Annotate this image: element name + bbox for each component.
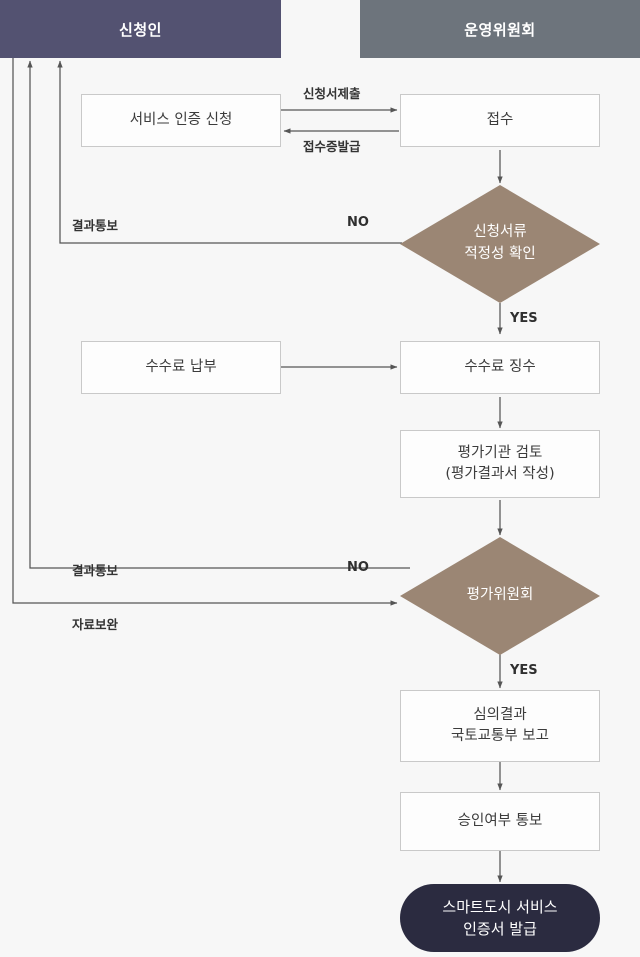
terminal-certificate-issuance-line2: 인증서 발급 [463, 920, 537, 938]
edge-label-supplement-data: 자료보완 [72, 617, 119, 632]
node-deliberation-result-report-line1: 심의결과 [473, 706, 527, 723]
node-deliberation-result-report[interactable]: 심의결과 국토교통부 보고 [400, 690, 600, 762]
terminal-certificate-issuance-line1: 스마트도시 서비스 [442, 897, 558, 916]
decision-evaluation-committee[interactable]: 평가위원회 [400, 537, 600, 655]
node-deliberation-result-report-line2: 국토교통부 보고 [451, 728, 549, 744]
node-receipt-line1: 접수 [486, 111, 514, 128]
decision1-line2: 적정성 확인 [464, 246, 536, 262]
edge-label-yes-1: YES [510, 311, 538, 326]
edge-label-no-2: NO [347, 560, 369, 575]
edge-label-issue-receipt: 접수증발급 [303, 139, 361, 154]
lane-header-applicant-label: 신청인 [119, 20, 162, 39]
decision-application-document-adequacy[interactable]: 신청서류 적정성 확인 [400, 185, 600, 303]
decision1-line1: 신청서류 [473, 224, 527, 241]
edge-label-yes-2: YES [510, 663, 538, 678]
lane-header-steering-committee-label: 운영위원회 [464, 20, 536, 39]
lane-header-applicant: 신청인 [0, 0, 281, 58]
node-fee-payment-line1: 수수료 납부 [145, 358, 217, 375]
decision-evaluation-committee-shape [400, 537, 600, 655]
decision-evaluation-committee-label: 평가위원회 [400, 537, 600, 655]
edge-label-result-notice-1: 결과통보 [72, 218, 119, 233]
node-evaluation-agency-review-line2: (평가결과서 작성) [445, 466, 555, 482]
edge-label-submit-application: 신청서제출 [303, 86, 361, 101]
node-fee-collection[interactable]: 수수료 징수 [400, 341, 600, 394]
decision-application-document-adequacy-shape [400, 185, 600, 303]
node-evaluation-agency-review-line1: 평가기관 검토 [457, 444, 543, 461]
node-approval-notification[interactable]: 승인여부 통보 [400, 792, 600, 851]
node-service-certification-application-line1: 서비스 인증 신청 [129, 111, 233, 128]
lane-header-steering-committee: 운영위원회 [360, 0, 640, 58]
edge-label-result-notice-2: 결과통보 [72, 563, 119, 578]
edge-label-no-1: NO [347, 215, 369, 230]
node-receipt[interactable]: 접수 [400, 94, 600, 147]
terminal-certificate-issuance[interactable]: 스마트도시 서비스 인증서 발급 [400, 884, 600, 952]
decision2-line1: 평가위원회 [466, 587, 534, 604]
node-service-certification-application[interactable]: 서비스 인증 신청 [81, 94, 281, 147]
node-fee-collection-line1: 수수료 징수 [464, 358, 536, 375]
node-fee-payment[interactable]: 수수료 납부 [81, 341, 281, 394]
node-evaluation-agency-review[interactable]: 평가기관 검토 (평가결과서 작성) [400, 430, 600, 498]
node-approval-notification-line1: 승인여부 통보 [457, 812, 543, 829]
decision-application-document-adequacy-label: 신청서류 적정성 확인 [400, 185, 600, 303]
